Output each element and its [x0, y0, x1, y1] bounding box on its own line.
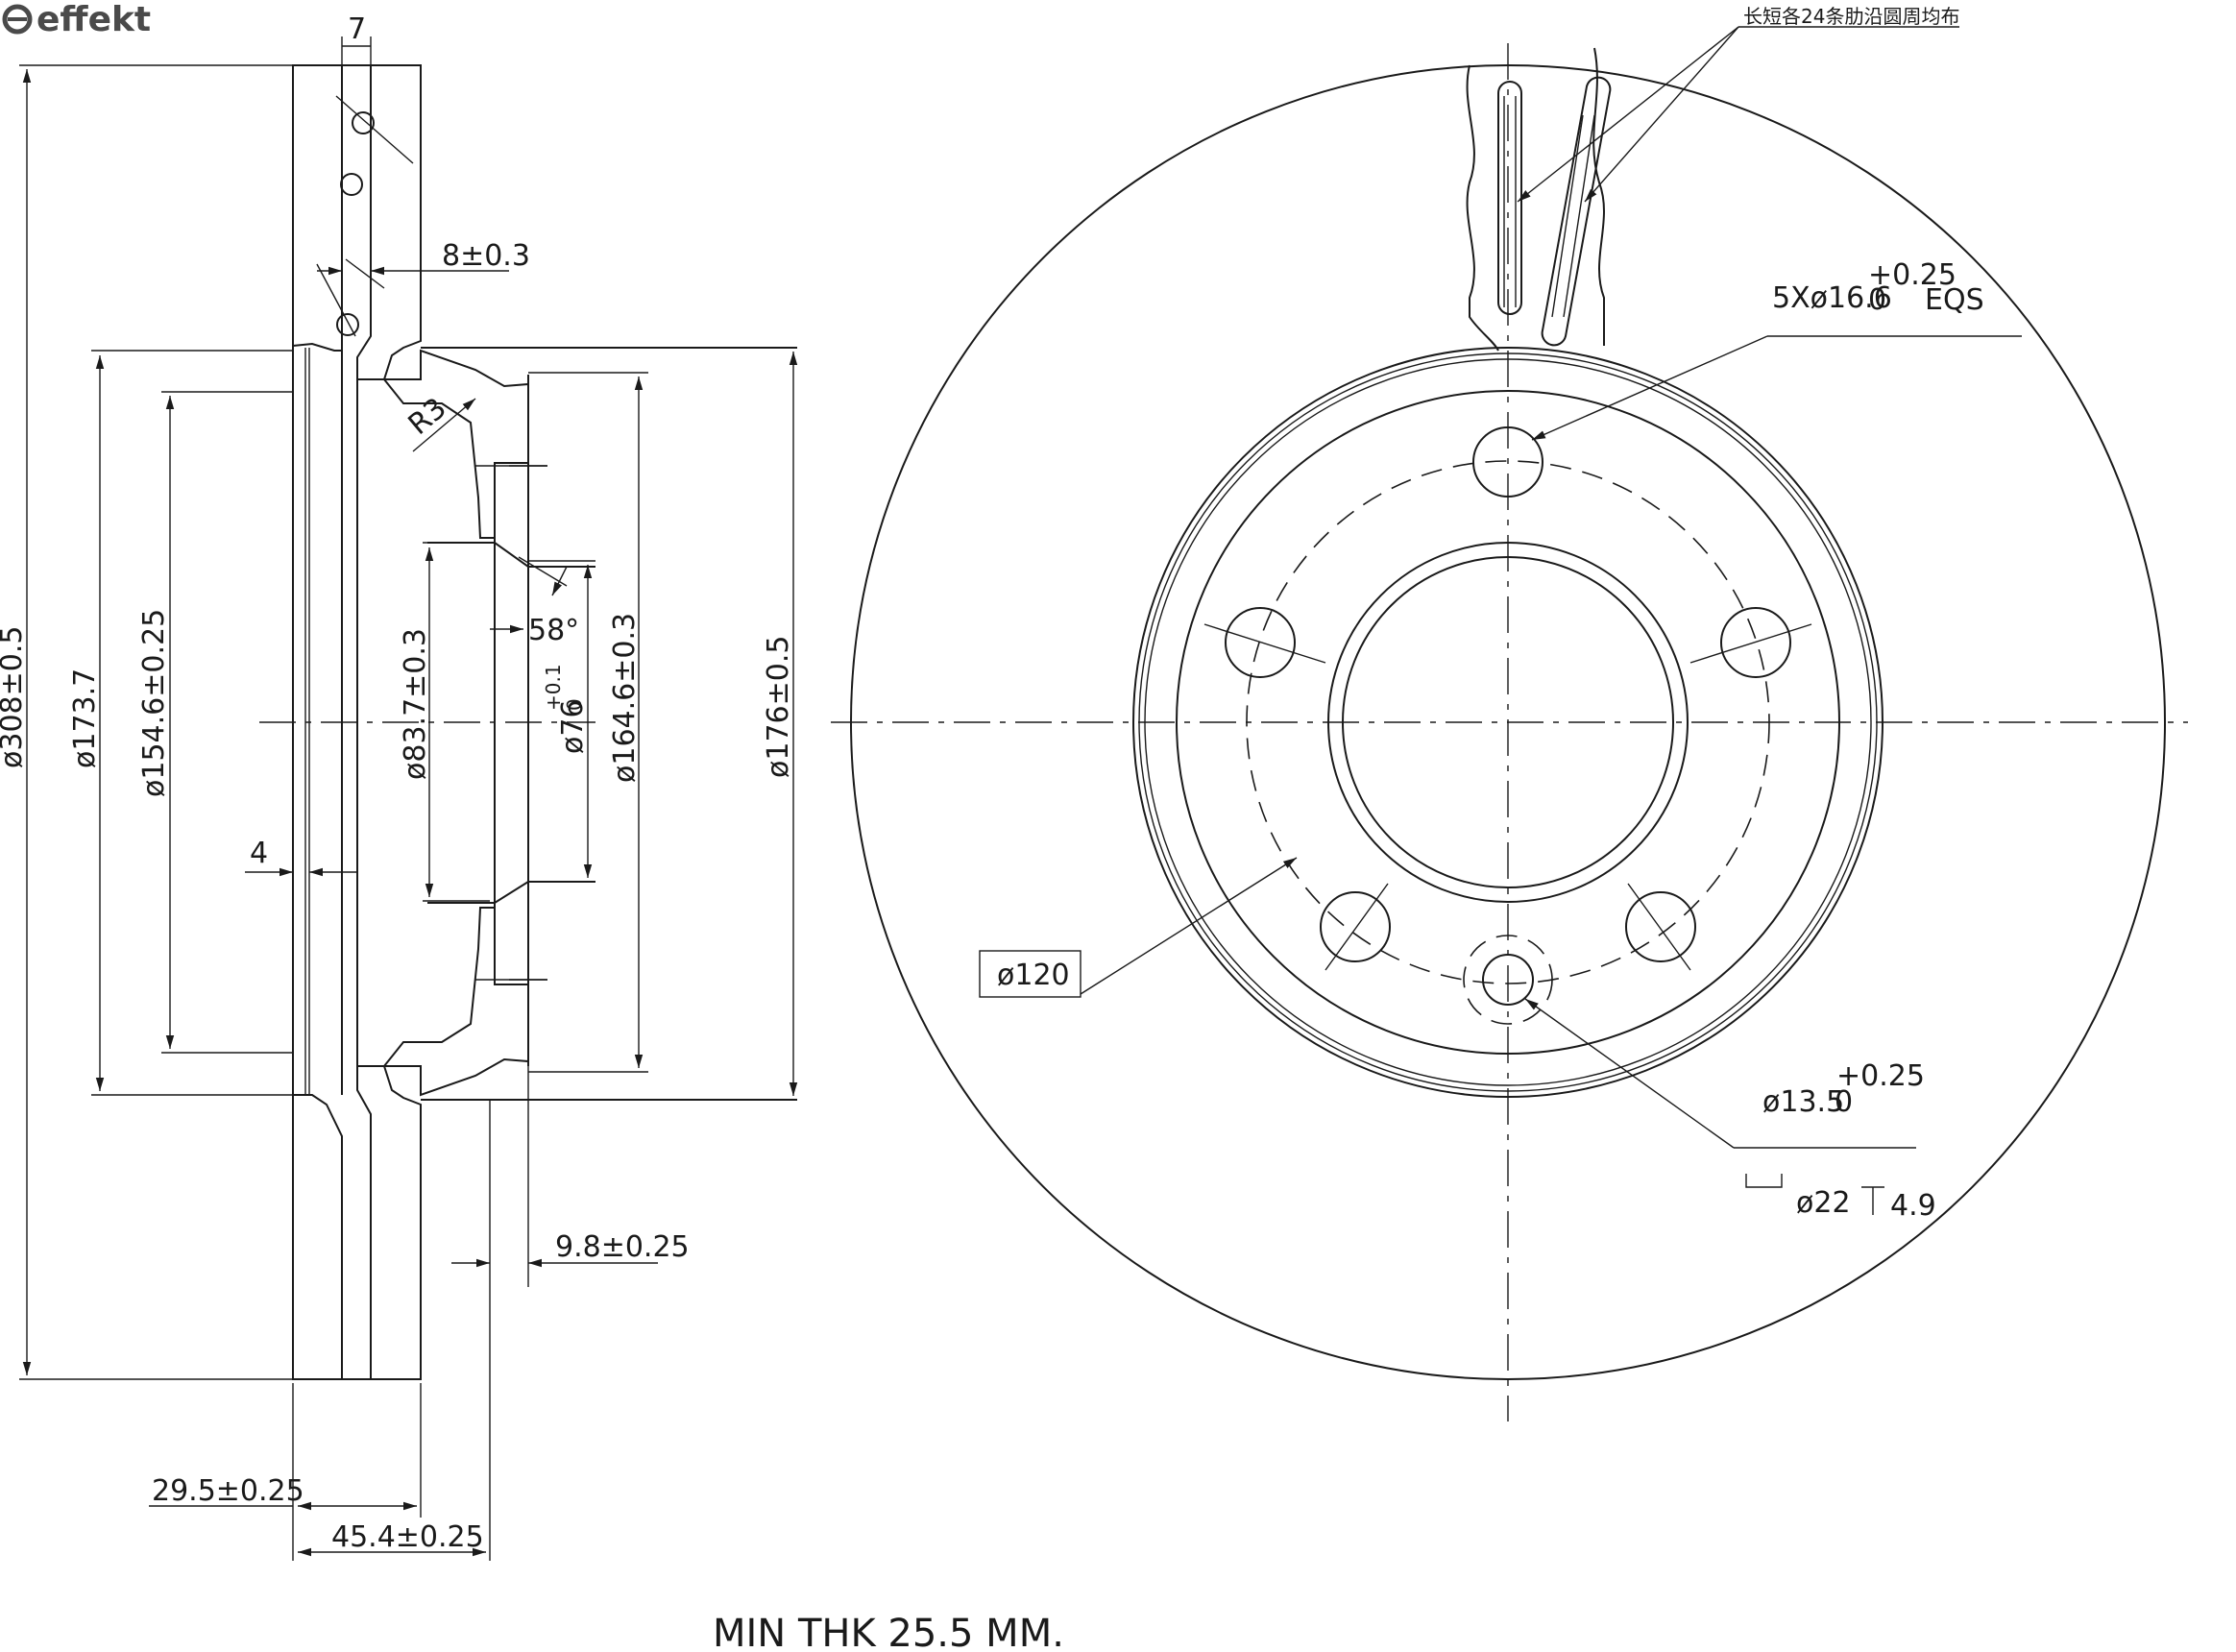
outer-cheek-lower [293, 1095, 342, 1138]
min-thickness-note: MIN THK 25.5 MM. [713, 1612, 1064, 1652]
pin-hole-callout: ø13.5 [1762, 1085, 1844, 1119]
bolt-holes-tol-upper: +0.25 [1868, 258, 1956, 292]
bolt-hole-right [1720, 607, 1791, 678]
logo-text: effekt [36, 0, 151, 39]
section-view [259, 64, 797, 1380]
pcd-box [979, 950, 1082, 998]
counterbore-depth: 4.9 [1890, 1189, 1936, 1223]
dim-outer-dia: ø308±0.5 [0, 626, 29, 768]
bolt-holes-suffix: EQS [1925, 283, 1984, 317]
dim-dia-83: ø83.7±0.3 [399, 628, 432, 780]
pin-hole-tol-lower: 0 [1835, 1085, 1853, 1119]
depth-icon [1861, 1186, 1884, 1215]
dim-height: 45.4±0.25 [331, 1520, 484, 1554]
rib-note: 长短各24条肋沿圆周均布 [1743, 5, 1959, 28]
front-view: 长短各24条肋沿圆周均布 5Xø16.6 +0.25 0 EQS ø120 ø1… [831, 5, 2188, 1421]
dim-hat-flange: 9.8±0.25 [555, 1230, 690, 1264]
hat-section-upper [381, 349, 529, 539]
section-dimensions: 7 8±0.3 R3 58° 4 ø308±0.5 ø173.7 ø154.6±… [0, 12, 798, 1561]
inner-cheek-upper [356, 64, 422, 380]
bolt-holes-callout: 5Xø16.6 [1772, 281, 1892, 315]
pin-hole-tol-upper: +0.25 [1836, 1059, 1925, 1093]
dim-dia-173: ø173.7 [68, 668, 102, 768]
outer-cheek-lower-body [292, 1094, 343, 1380]
pcd-label: ø120 [997, 959, 1070, 992]
bolt-hole-left [1225, 607, 1296, 678]
dim-dia-76: ø76 [556, 699, 590, 754]
dim-radius: R3 [402, 391, 453, 441]
bolt-holes-tol-lower: 0 [1868, 283, 1886, 317]
bolt-hole-lower-right [1625, 891, 1696, 962]
brand-logo: effekt [2, 0, 151, 39]
dim-dia-176: ø176±0.5 [762, 636, 795, 778]
dim-angle: 58° [528, 614, 579, 647]
bolt-hole-lower-left [1320, 891, 1391, 962]
inner-cheek-lower-body [356, 1065, 422, 1380]
counterbore-icon [1745, 1174, 1783, 1188]
hat-section-lower [381, 907, 529, 1097]
logo-icon [2, 4, 33, 35]
dim-plate: 4 [250, 837, 268, 870]
dim-dia-76-tol-upper: +0.1 [542, 664, 565, 711]
dim-dia-164: ø164.6±0.3 [608, 613, 642, 783]
rib-short [1541, 76, 1612, 347]
dim-dia-154: ø154.6±0.25 [137, 609, 171, 797]
dim-top-width: 7 [348, 12, 366, 46]
rib-long [1497, 81, 1522, 315]
dim-offset: 29.5±0.25 [152, 1474, 304, 1508]
outer-cheek-upper [292, 64, 343, 352]
counterbore-label: ø22 [1796, 1186, 1851, 1220]
dim-dia-76-tol-lower: 0 [563, 698, 586, 711]
dim-vane-gap: 8±0.3 [442, 239, 530, 273]
